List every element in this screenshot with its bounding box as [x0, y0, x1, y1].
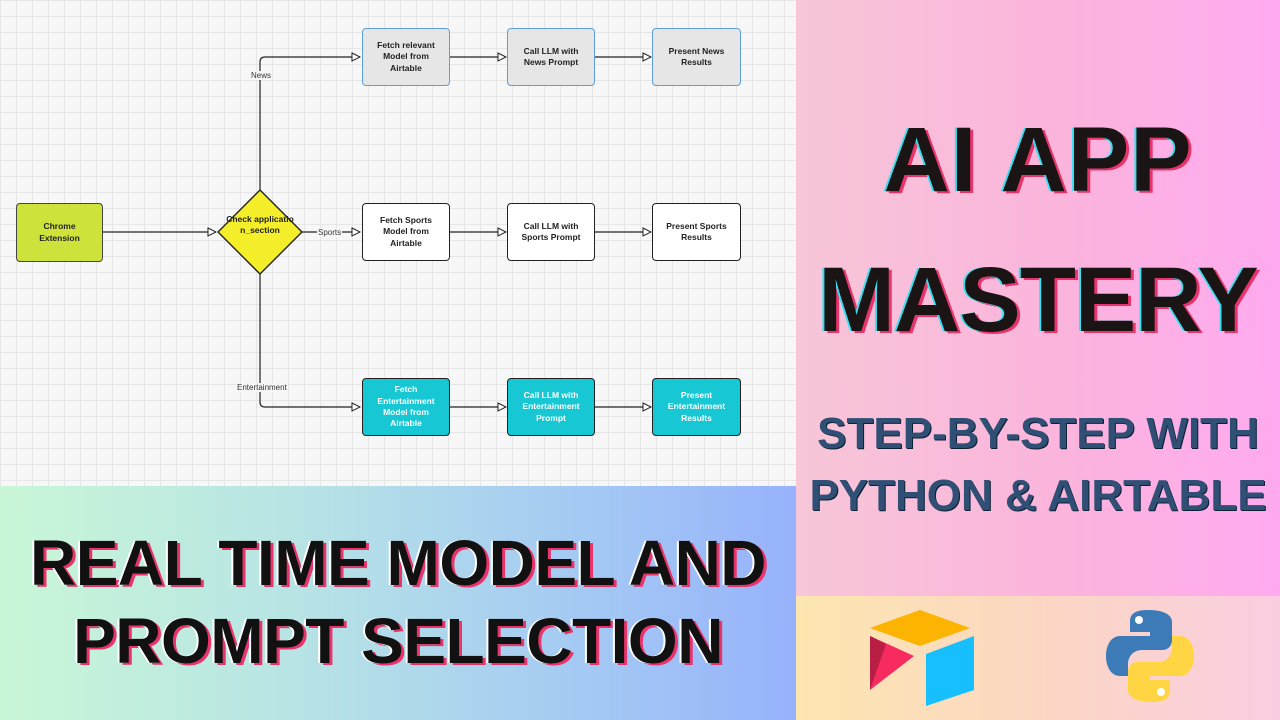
- edge-entertainment: [259, 274, 360, 407]
- sports-fetch-node: Fetch Sports Model from Airtable: [362, 203, 450, 261]
- logos-strip: [796, 596, 1280, 720]
- subtitle-line-2: PYTHON & AIRTABLE: [809, 471, 1267, 520]
- sports-present-node: Present Sports Results: [652, 203, 741, 261]
- flowchart-connectors: [103, 0, 796, 486]
- edge-label-news: News: [250, 71, 273, 80]
- news-present-node: Present News Results: [652, 28, 741, 86]
- title-line-1: AI APP: [883, 109, 1193, 211]
- decision-label: Check applicatio n_section: [226, 214, 294, 236]
- start-node: Chrome Extension: [16, 203, 103, 262]
- python-logo-icon: [1106, 610, 1194, 702]
- subtitle-line-1: STEP-BY-STEP WITH: [817, 409, 1259, 458]
- decision-diamond: [217, 189, 303, 275]
- edge-label-entertainment: Entertainment: [236, 383, 288, 392]
- bottom-banner: REAL TIME MODEL AND PROMPT SELECTION: [0, 486, 796, 720]
- edge-news: [259, 57, 360, 190]
- edge-label-sports: Sports: [317, 228, 343, 237]
- ent-llm-node: Call LLM with Entertainment Prompt: [507, 378, 595, 436]
- ent-present-node: Present Entertainment Results: [652, 378, 741, 436]
- news-fetch-node: Fetch relevant Model from Airtable: [362, 28, 450, 86]
- sports-llm-node: Call LLM with Sports Prompt: [507, 203, 595, 261]
- title-panel: AI APP MASTERY STEP-BY-STEP WITH PYTHON …: [796, 0, 1280, 596]
- title-line-2: MASTERY: [818, 249, 1258, 351]
- airtable-logo-icon: [870, 610, 974, 706]
- banner-line-1: REAL TIME MODEL AND: [30, 527, 767, 599]
- flowchart-canvas: Chrome Extension Check applicatio n_sect…: [0, 0, 796, 486]
- news-llm-node: Call LLM with News Prompt: [507, 28, 595, 86]
- ent-fetch-node: Fetch Entertainment Model from Airtable: [362, 378, 450, 436]
- banner-line-2: PROMPT SELECTION: [73, 605, 723, 677]
